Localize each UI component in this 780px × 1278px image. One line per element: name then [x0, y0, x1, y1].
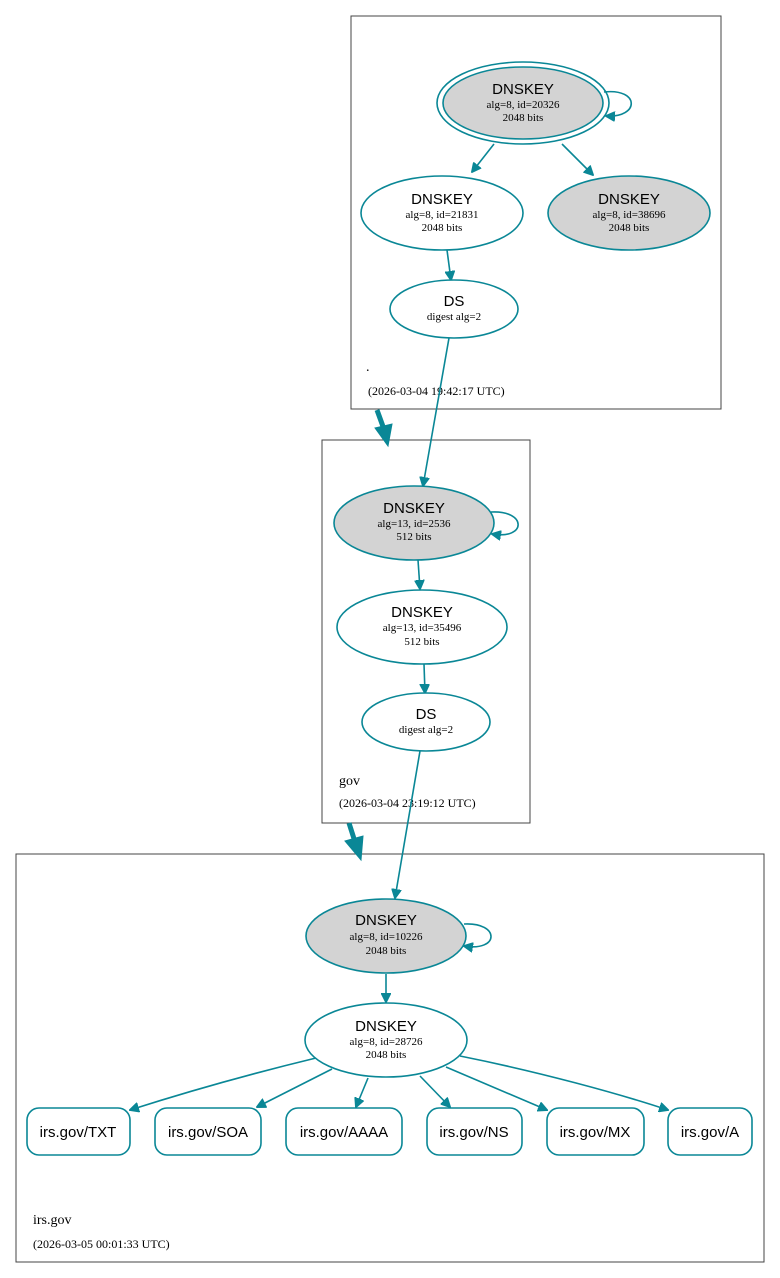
edge-irs-zsk-ns: [419, 1075, 450, 1107]
edge-irs-zsk-a: [459, 1055, 668, 1110]
node-irs-zsk: DNSKEY alg=8, id=28726 2048 bits: [304, 1002, 468, 1078]
edge-gov-zsk-ds: [424, 663, 425, 693]
rrset-txt: irs.gov/TXT: [26, 1107, 131, 1156]
zone-gov-timestamp: (2026-03-04 23:19:12 UTC): [339, 796, 476, 810]
node-gov-ksk: DNSKEY alg=13, id=2536 512 bits: [333, 485, 495, 561]
edge-irs-zsk-soa: [257, 1068, 333, 1107]
rrset-label: irs.gov/MX: [560, 1124, 631, 1141]
node-title: DNSKEY: [355, 912, 417, 929]
rrset-label: irs.gov/A: [681, 1124, 739, 1141]
edge-irs-ksk-self: [464, 923, 492, 947]
edge-root-ksk-zsk2: [561, 143, 593, 175]
edge-root-ksk-zsk1: [472, 143, 495, 172]
node-title: DS: [444, 293, 465, 310]
zone-irs-timestamp: (2026-03-05 00:01:33 UTC): [33, 1237, 170, 1251]
edge-root-ksk-self: [603, 90, 632, 116]
node-bits: 512 bits: [396, 531, 431, 543]
rrset-label: irs.gov/SOA: [168, 1124, 248, 1141]
node-alg-id: alg=8, id=28726: [350, 1036, 423, 1048]
rrset-label: irs.gov/NS: [439, 1124, 508, 1141]
node-bits: 2048 bits: [422, 222, 463, 234]
zone-gov-name: gov: [339, 774, 360, 789]
node-alg-id: alg=13, id=2536: [378, 518, 451, 530]
node-title: DNSKEY: [598, 191, 660, 208]
node-root-zsk-21831: DNSKEY alg=8, id=21831 2048 bits: [360, 175, 524, 251]
rrset-ns: irs.gov/NS: [426, 1107, 523, 1156]
node-irs-ksk: DNSKEY alg=8, id=10226 2048 bits: [305, 898, 467, 974]
node-gov-zsk: DNSKEY alg=13, id=35496 512 bits: [336, 589, 508, 665]
node-alg-id: alg=8, id=38696: [593, 209, 666, 221]
rrset-a: irs.gov/A: [667, 1107, 753, 1156]
node-title: DNSKEY: [355, 1018, 417, 1035]
zone-irs-name: irs.gov: [33, 1213, 72, 1228]
node-title: DNSKEY: [492, 81, 554, 98]
node-alg-id: alg=8, id=20326: [487, 99, 560, 111]
node-alg-id: alg=13, id=35496: [383, 622, 462, 634]
zone-root-name: .: [366, 360, 370, 375]
node-bits: 2048 bits: [503, 112, 544, 124]
node-title: DS: [416, 706, 437, 723]
delegation-arrow-root-gov: [374, 409, 393, 448]
node-title: DNSKEY: [411, 191, 473, 208]
edge-irs-zsk-aaaa: [356, 1077, 369, 1107]
node-bits: 2048 bits: [366, 1049, 407, 1061]
node-bits: 512 bits: [404, 636, 439, 648]
node-title: DNSKEY: [383, 500, 445, 517]
rrset-label: irs.gov/AAAA: [300, 1124, 388, 1141]
node-bits: 2048 bits: [609, 222, 650, 234]
rrset-mx: irs.gov/MX: [546, 1107, 645, 1156]
delegation-arrow-gov-irs: [344, 822, 364, 862]
node-digest: digest alg=2: [399, 724, 453, 736]
edge-gov-ksk-self: [491, 511, 519, 535]
node-root-ds: DS digest alg=2: [389, 279, 519, 339]
rrset-label: irs.gov/TXT: [40, 1124, 117, 1141]
edge-irs-zsk-mx: [445, 1066, 547, 1110]
edge-gov-ksk-zsk: [418, 559, 420, 589]
node-bits: 2048 bits: [366, 945, 407, 957]
zone-root-timestamp: (2026-03-04 19:42:17 UTC): [368, 384, 505, 398]
edge-root-zsk1-ds: [447, 249, 451, 280]
edge-root-ds-gov-ksk: [423, 337, 450, 486]
node-root-zsk-38696: DNSKEY alg=8, id=38696 2048 bits: [547, 175, 711, 251]
node-alg-id: alg=8, id=10226: [350, 931, 423, 943]
edges: [130, 90, 668, 1110]
node-root-ksk: DNSKEY alg=8, id=20326 2048 bits: [436, 61, 610, 145]
node-alg-id: alg=8, id=21831: [406, 209, 479, 221]
rrset-aaaa: irs.gov/AAAA: [285, 1107, 403, 1156]
node-gov-ds: DS digest alg=2: [361, 692, 491, 752]
node-digest: digest alg=2: [427, 311, 481, 323]
rrset-soa: irs.gov/SOA: [154, 1107, 262, 1156]
edge-irs-zsk-txt: [130, 1057, 317, 1110]
edge-gov-ds-irs-ksk: [395, 750, 421, 898]
node-title: DNSKEY: [391, 604, 453, 621]
